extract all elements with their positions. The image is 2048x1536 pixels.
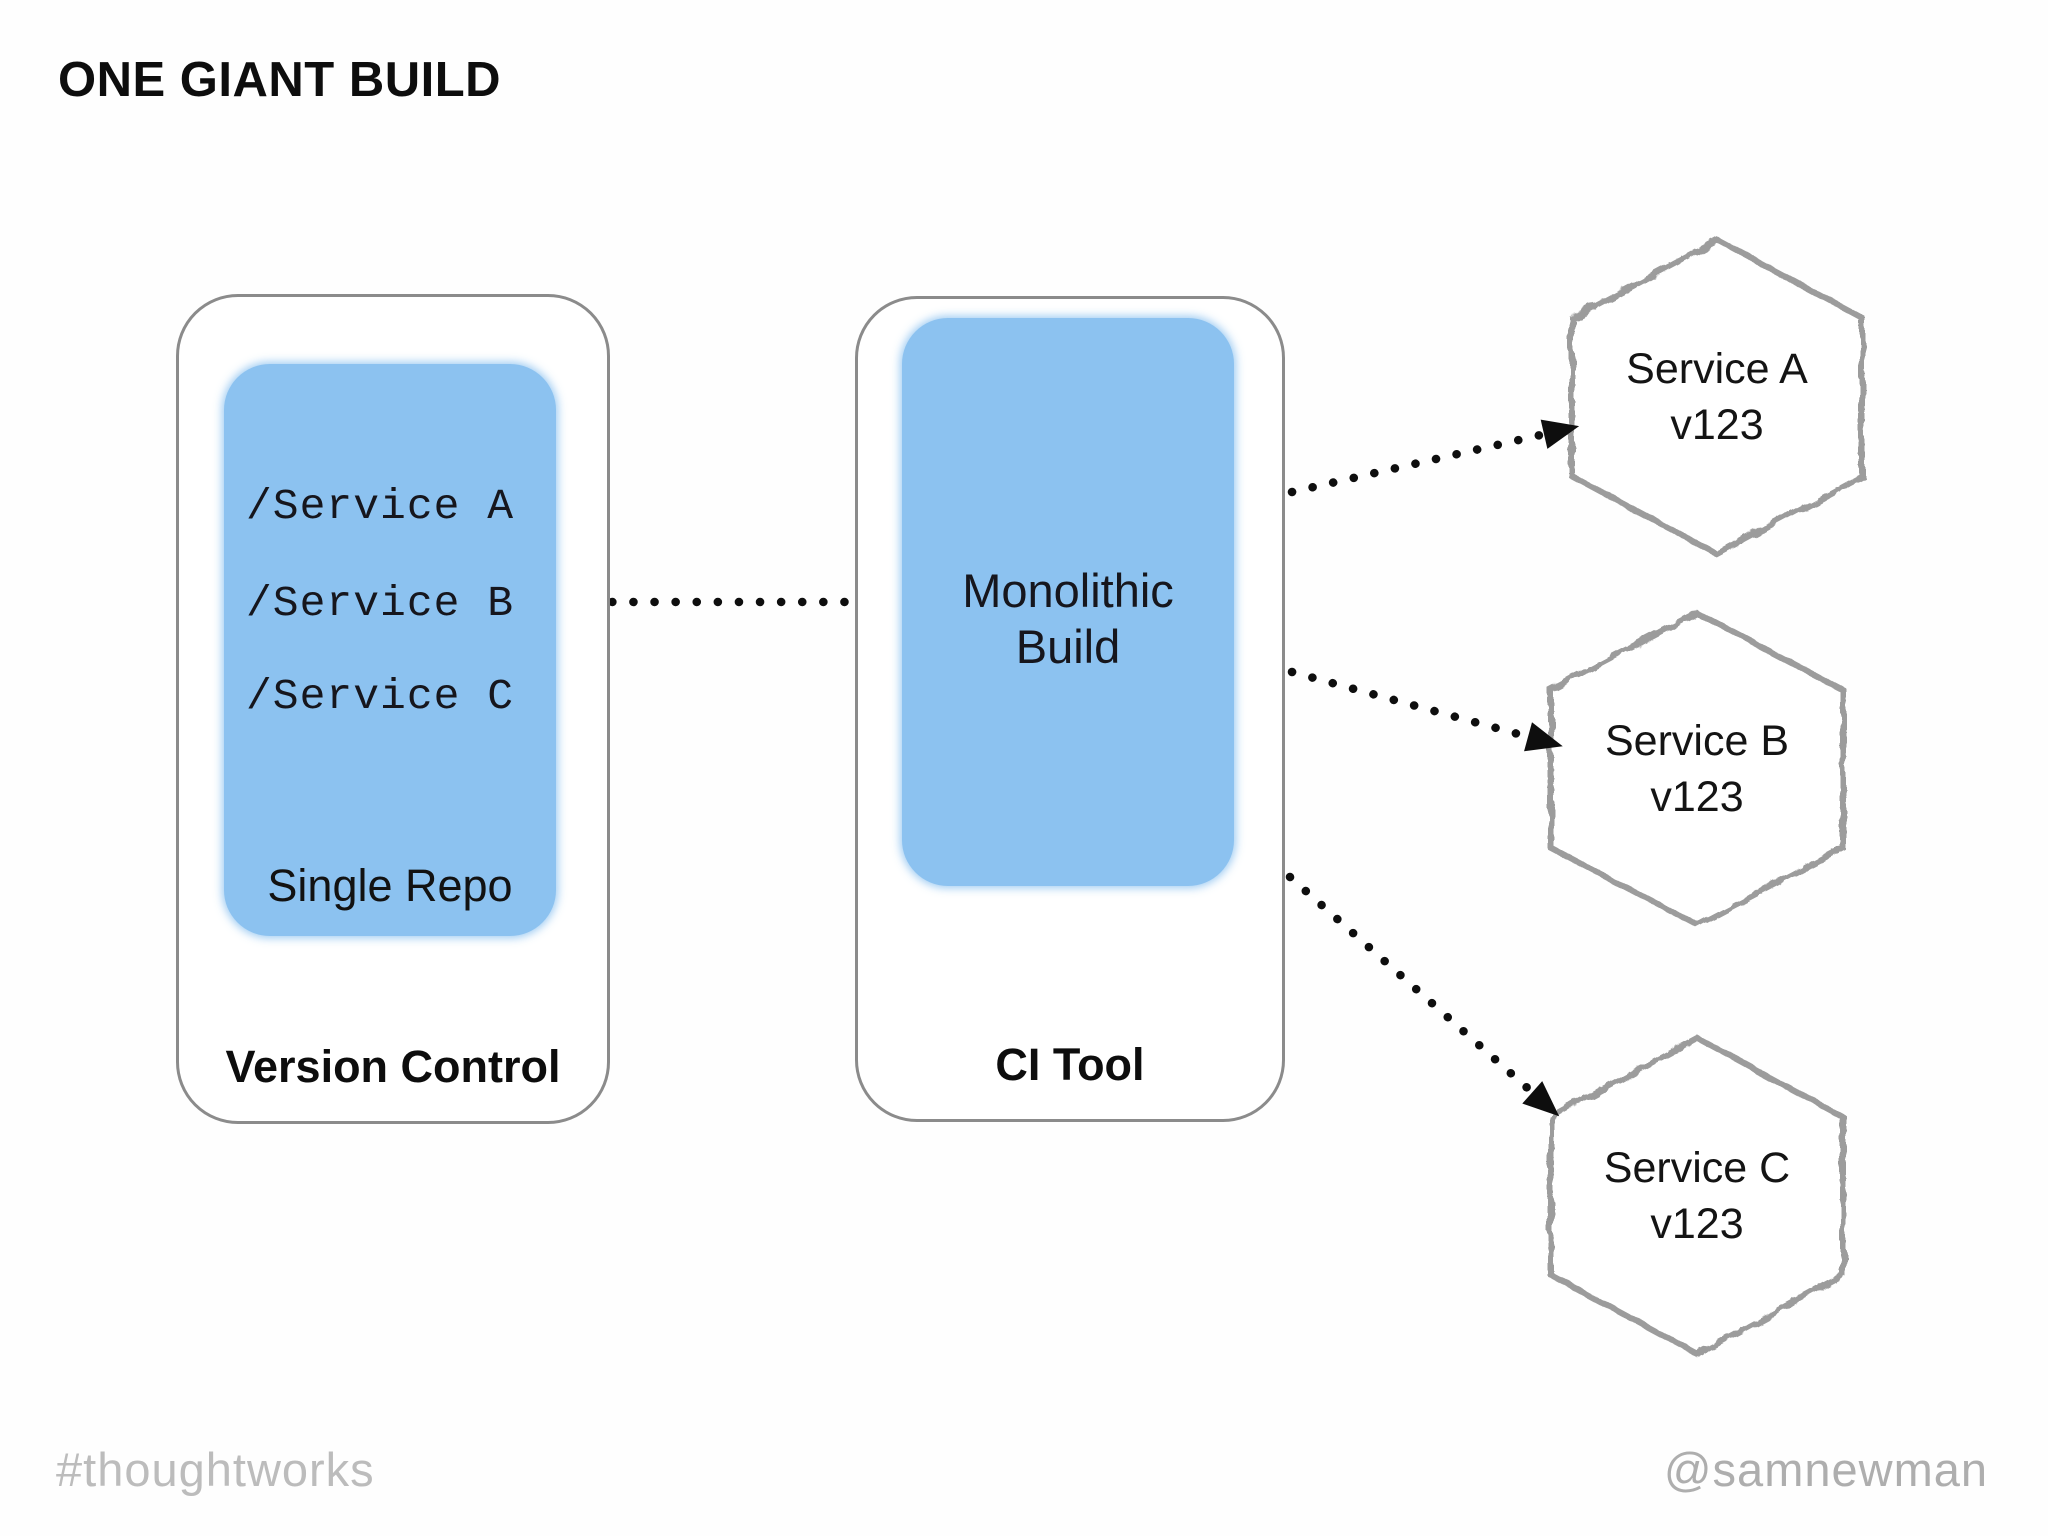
monolithic-build-label: Monolithic Build xyxy=(902,563,1234,675)
ci-tool-label: CI Tool xyxy=(995,1039,1145,1090)
footer-thoughtworks: #thoughtworks xyxy=(56,1443,375,1496)
arrow-ci-to-service-b xyxy=(1287,667,1563,752)
page-title: ONE GIANT BUILD xyxy=(58,53,502,107)
service-c-name: Service C xyxy=(1603,1144,1791,1192)
repo-entry-service-b: /Service B xyxy=(246,579,515,628)
service-c-node-label: Service C v123 xyxy=(1537,1116,1857,1276)
service-a-version: v123 xyxy=(1670,401,1764,449)
repo-entry-service-a: /Service A xyxy=(246,482,515,531)
monolithic-build-line2: Build xyxy=(1015,620,1121,674)
monolithic-build-box: Monolithic Build xyxy=(902,318,1234,886)
repo-entry-service-c: /Service C xyxy=(246,672,515,721)
single-repo-label: Single Repo xyxy=(267,860,513,911)
footer-samnewman: @samnewman xyxy=(1663,1443,1988,1496)
monolithic-build-line1: Monolithic xyxy=(962,564,1174,618)
service-a-name: Service A xyxy=(1626,345,1808,393)
version-control-label: Version Control xyxy=(225,1041,561,1092)
service-b-version: v123 xyxy=(1650,773,1744,821)
arrow-ci-to-service-c xyxy=(1285,872,1560,1117)
arrow-ci-to-service-a xyxy=(1287,419,1580,497)
service-b-name: Service B xyxy=(1604,717,1789,765)
single-repo-box: /Service A /Service B /Service C Single … xyxy=(224,364,556,936)
service-b-node-label: Service B v123 xyxy=(1537,689,1857,849)
service-c-version: v123 xyxy=(1650,1200,1744,1248)
service-a-node-label: Service A v123 xyxy=(1557,317,1877,477)
